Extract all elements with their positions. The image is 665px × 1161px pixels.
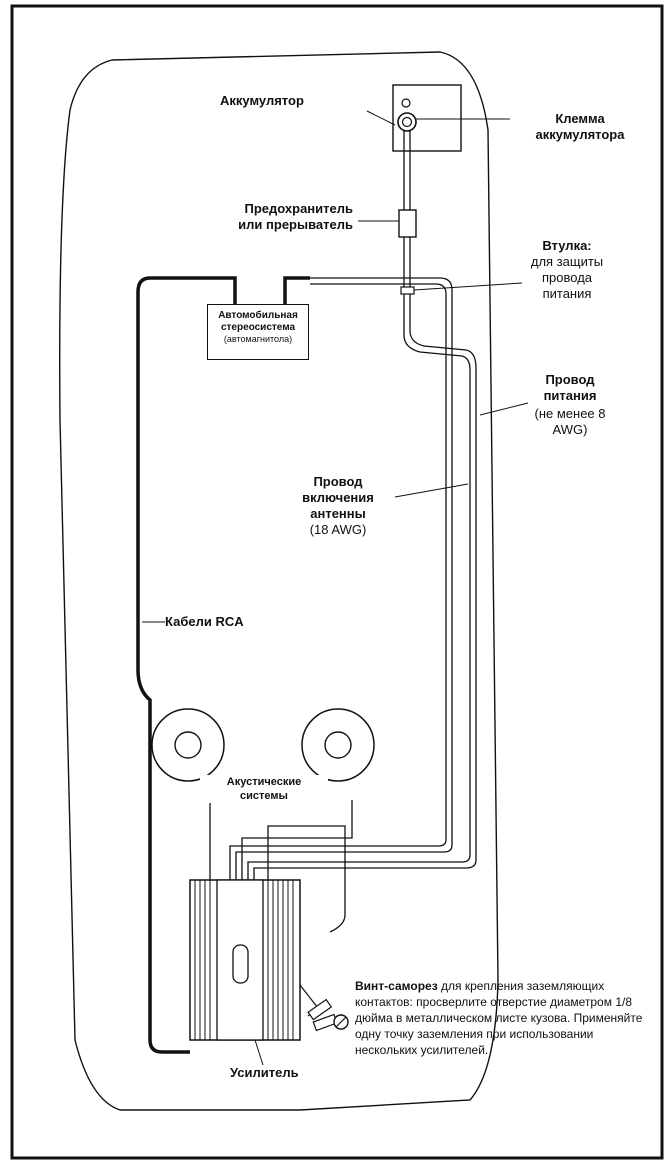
leader-remote (394, 483, 469, 498)
power-wire-spec: (не менее 8 AWG) (534, 406, 606, 437)
battery-vent (401, 98, 411, 108)
leader-grommet (413, 282, 523, 291)
amplifier-icon (189, 879, 301, 1041)
battery-terminal-icon (397, 112, 417, 132)
remote-wire-label: Провод включения антенны (302, 474, 374, 521)
grommet-title: Втулка: (542, 238, 592, 253)
power-wire (247, 131, 471, 880)
grommet-icon (400, 286, 415, 295)
battery-label: Аккумулятор (220, 93, 304, 108)
frame (10, 4, 664, 1160)
leader-battery (366, 110, 396, 126)
car-body-outline (59, 51, 499, 1111)
speaker-left-icon (151, 708, 225, 782)
stereo-head-unit: Автомобильная стереосистема (автомагнито… (207, 304, 309, 360)
leader-amp (254, 1039, 264, 1066)
stereo-note: (автомагнитола) (223, 334, 293, 344)
ground-screw-icon (299, 984, 349, 1032)
power-wire-label: Провод питания (543, 372, 597, 403)
fuse-label: Предохранитель или прерыватель (238, 201, 353, 232)
rca-cables-label: Кабели RCA (165, 614, 244, 629)
leader-power (479, 402, 529, 416)
ground-screw-text: для крепления заземляющих контактов: про… (355, 979, 643, 1057)
rca-cables (136, 276, 208, 1054)
stereo-label: Автомобильная стереосистема (218, 310, 298, 333)
remote-wire-spec: (18 AWG) (309, 522, 367, 537)
ground-screw-title: Винт-саморез (355, 979, 438, 993)
speakers-label: Акустические системы (200, 775, 328, 803)
speaker-right-icon (301, 708, 375, 782)
amplifier-label: Усилитель (230, 1065, 299, 1080)
grommet-description: для защиты провода питания (530, 254, 604, 301)
ground-screw-note: Винт-саморез для крепления заземляющих к… (355, 978, 645, 1058)
battery-terminal-label: Клемма аккумулятора (535, 111, 625, 142)
fuse-icon (398, 209, 417, 238)
